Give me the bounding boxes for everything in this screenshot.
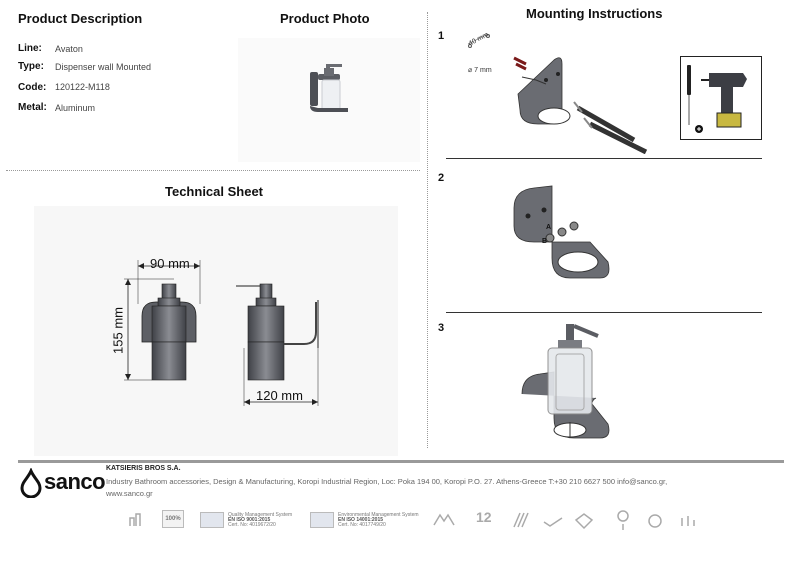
- environment-cert: Environmental Management System EN ISO 1…: [310, 512, 420, 528]
- dimension-width: 90 mm: [150, 256, 190, 271]
- section-divider-horizontal: [6, 170, 420, 171]
- lines-icon: [513, 512, 529, 528]
- step2-illustration: A B: [504, 180, 620, 290]
- step-number-1: 1: [438, 30, 445, 42]
- product-description-title: Product Description: [18, 11, 143, 26]
- spec-value-metal: Aluminum: [55, 103, 96, 113]
- environment-cert-stars-icon: [310, 512, 334, 528]
- product-photo: [238, 38, 420, 162]
- environment-cert-number: Cert. No: 4017749/20: [338, 522, 386, 528]
- certification-row: 100% Quality Management System EN ISO 90…: [126, 508, 706, 534]
- quality-cert: Quality Management System EN ISO 9001:20…: [200, 512, 300, 528]
- footer-divider: [18, 460, 784, 463]
- quality-cert-number: Cert. No: 4019672/20: [228, 522, 276, 528]
- screwdriver-and-drill-icon: [687, 65, 747, 133]
- section-divider-vertical: [427, 12, 428, 448]
- environment-cert-title: Environmental Management System: [338, 512, 419, 518]
- company-website[interactable]: www.sanco.gr: [106, 489, 153, 498]
- spec-value-line: Avaton: [55, 44, 83, 54]
- mounting-instructions-title: Mounting Instructions: [526, 6, 663, 21]
- bracket-with-anchors-image: [513, 185, 610, 279]
- environment-cert-standard: EN ISO 14001:2015: [338, 517, 384, 523]
- anchor-label-a: A: [546, 224, 552, 231]
- greek-product-icon: [433, 513, 455, 526]
- dimension-depth: 120 mm: [256, 388, 303, 403]
- step-separator-2: [446, 312, 762, 313]
- hundred-percent-text: 100%: [165, 516, 181, 522]
- sanco-drop-logo-icon: [20, 468, 42, 498]
- company-address: Industry Bathroom accessories, Design & …: [106, 477, 668, 486]
- hundred-percent-badge: 100%: [162, 510, 184, 528]
- product-photo-title: Product Photo: [280, 11, 370, 26]
- brand-check-icon: [574, 513, 594, 530]
- design-award-icon: [681, 516, 695, 526]
- hotel-quality-icon: [129, 513, 141, 526]
- step1-illustration: 40 mm ⌀ 7 mm: [458, 24, 678, 155]
- step-separator-1: [446, 158, 762, 159]
- water-saving-icon: [543, 517, 563, 527]
- spec-value-code: 120122-M118: [55, 82, 110, 92]
- quality-cert-title: Quality Management System: [228, 512, 293, 518]
- anchor-label-b: B: [542, 238, 548, 245]
- step-number-3: 3: [438, 322, 445, 334]
- quality-cert-stars-icon: [200, 512, 224, 528]
- technical-drawing: 90 mm 155 mm 120 mm: [34, 206, 398, 456]
- spec-label-metal: Metal:: [18, 102, 47, 113]
- spec-label-code: Code:: [18, 82, 47, 93]
- spec-label-type: Type:: [18, 61, 44, 72]
- technical-sheet-title: Technical Sheet: [165, 184, 264, 199]
- warranty-years: 12: [476, 509, 492, 525]
- quality-cert-standard: EN ISO 9001:2015: [228, 517, 271, 523]
- dispenser-photo-image: [310, 64, 348, 112]
- dispenser-dimension-drawing: [124, 260, 319, 406]
- spec-label-line: Line:: [18, 43, 42, 54]
- tools-box: [680, 56, 762, 140]
- sanco-logo-text: sanco: [44, 469, 106, 494]
- company-name: KATSIERIS BROS S.A.: [106, 465, 181, 472]
- drill-diameter-label: ⌀ 7 mm: [468, 67, 492, 74]
- recycle-icon: [648, 514, 662, 528]
- wall-bracket-screws-image: [467, 33, 648, 155]
- step-number-2: 2: [438, 172, 445, 184]
- sun-resistant-icon: [617, 510, 629, 530]
- spec-value-type: Dispenser wall Mounted: [55, 62, 152, 72]
- dispenser-in-bracket-image: [521, 324, 610, 439]
- step3-illustration: [508, 318, 624, 446]
- dimension-height: 155 mm: [110, 307, 126, 354]
